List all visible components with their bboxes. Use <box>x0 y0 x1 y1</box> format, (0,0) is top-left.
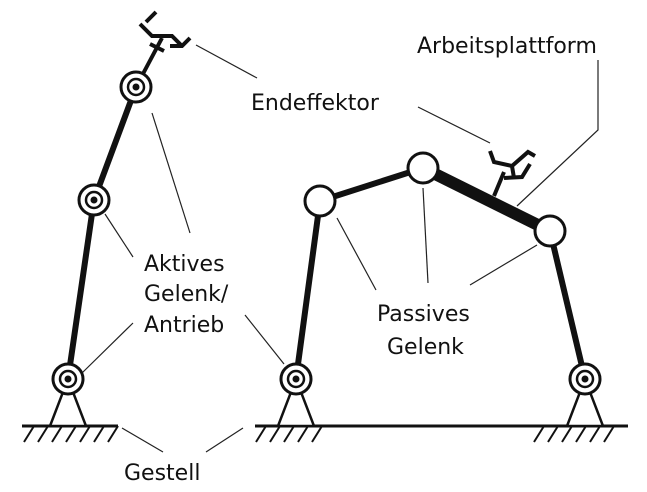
parallel-base-left <box>276 375 316 428</box>
leader-passives-mid <box>422 187 429 284</box>
leader-gestell-right <box>205 427 244 453</box>
parallel-link-top <box>317 165 426 204</box>
parallel-gripper-icon <box>488 149 536 197</box>
leader-endeffektor-left <box>195 44 258 79</box>
label-passives-gelenk-line2: Gelenk <box>387 335 464 360</box>
serial-link-2 <box>91 84 139 203</box>
active-joint-serial-base <box>51 362 85 396</box>
label-gestell: Gestell <box>124 461 200 486</box>
parallel-leg-left <box>293 198 323 382</box>
leader-aktives-top <box>151 112 191 234</box>
serial-ground <box>22 424 119 443</box>
active-joint-serial-top <box>119 70 153 104</box>
label-aktives-gelenk-line3: Antrieb <box>144 313 224 338</box>
label-aktives-gelenk-line1: Aktives <box>144 252 225 277</box>
active-joint-parallel-right <box>568 362 602 396</box>
passive-joint-right <box>533 214 567 248</box>
parallel-robot <box>255 149 628 443</box>
leader-aktives-mid <box>104 213 134 258</box>
leader-arbeitsplattform <box>516 60 599 207</box>
parallel-base-right <box>565 375 605 428</box>
active-joint-parallel-left <box>279 362 313 396</box>
parallel-leg-right <box>547 228 588 382</box>
active-joint-serial-mid <box>77 183 111 217</box>
label-arbeitsplattform: Arbeitsplattform <box>417 34 597 59</box>
passive-joint-top <box>406 151 440 185</box>
leader-lines <box>81 44 599 453</box>
leader-passives-right <box>469 244 538 286</box>
leader-endeffektor-right <box>417 106 491 144</box>
leader-aktives-right <box>244 314 285 365</box>
serial-base <box>48 375 88 428</box>
label-endeffektor: Endeffektor <box>251 91 380 116</box>
leader-aktives-low <box>81 322 134 374</box>
label-passives-gelenk-line1: Passives <box>377 302 470 327</box>
serial-robot <box>22 10 192 443</box>
parallel-ground <box>255 424 628 443</box>
serial-link-1 <box>65 197 97 382</box>
labels: Arbeitsplattform Endeffektor Aktives Gel… <box>124 34 597 486</box>
leader-passives-left <box>336 217 377 291</box>
label-aktives-gelenk-line2: Gelenk/ <box>144 282 229 307</box>
leader-gestell-left <box>121 427 164 453</box>
arbeitsplattform-bar <box>420 162 553 237</box>
passive-joint-left <box>303 184 337 218</box>
